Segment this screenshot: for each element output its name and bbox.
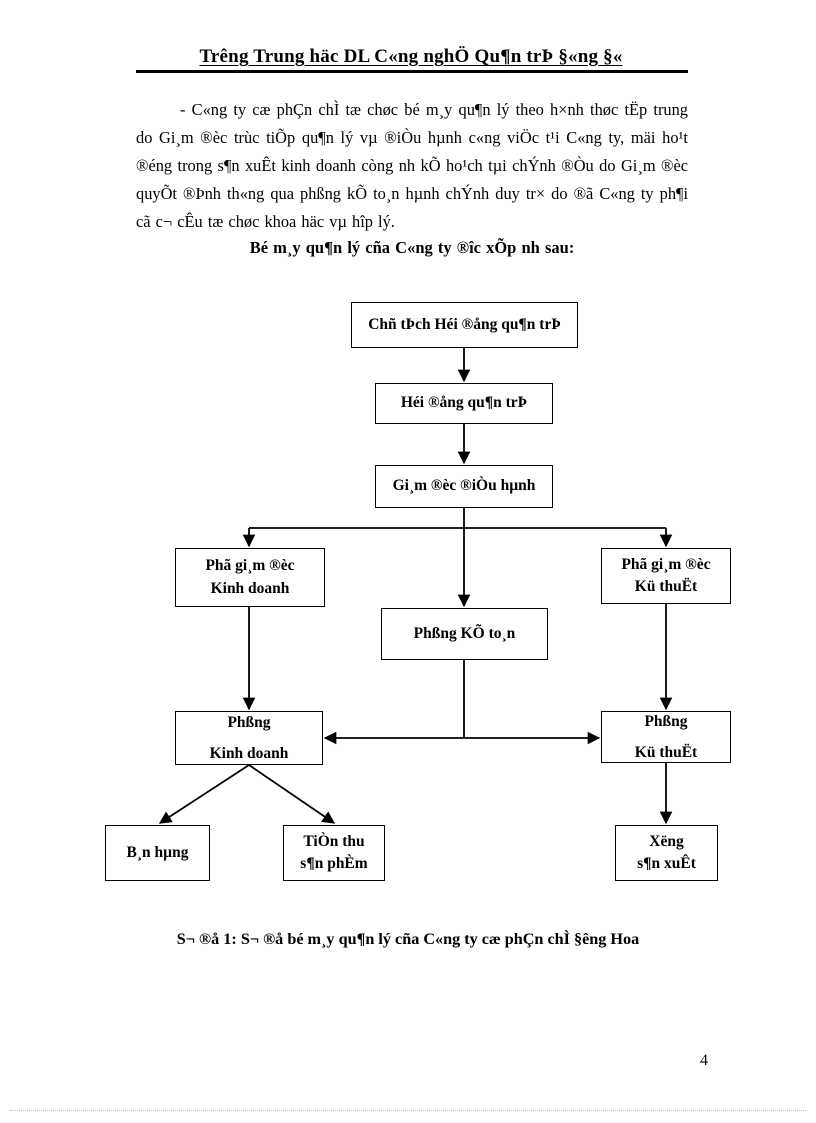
diagram-node-accounting-department: Phßng KÕ to¸n — [381, 608, 548, 660]
node-label-line2: Kinh doanh — [210, 579, 290, 597]
header-divider — [136, 70, 688, 73]
diagram-node-board: Héi ®ång qu¶n trÞ — [375, 383, 553, 424]
node-label-line1: Gi¸m ®èc ®iÒu hµnh — [392, 477, 536, 495]
node-label-line1: Chñ tÞch Héi ®ång qu¶n trÞ — [368, 315, 561, 333]
body-paragraph: - C«ng ty cæ phÇn chÌ tæ chøc bé m¸y qu¶… — [136, 100, 688, 231]
node-label-line1: Phã gi¸m ®èc — [621, 555, 711, 573]
node-label-line1: Xëng — [649, 832, 684, 850]
diagram-node-product-revenue: TiÒn thu s¶n phÈm — [283, 825, 385, 881]
node-label-line1: TiÒn thu — [303, 832, 365, 850]
node-label-line1: Phã gi¸m ®èc — [205, 557, 295, 575]
node-label-line2: s¶n xuÊt — [637, 855, 696, 872]
node-label-line2: Kü thuËt — [634, 744, 698, 761]
body-subheading: Bé m¸y qu¶n lý cña C«ng ty ®îc xÕp nh sa… — [249, 238, 575, 257]
node-label-line1: Héi ®ång qu¶n trÞ — [400, 394, 528, 412]
node-label-line2: Kinh doanh — [209, 745, 289, 762]
diagram-node-director: Gi¸m ®èc ®iÒu hµnh — [375, 465, 553, 508]
node-label-line1: Phßng — [644, 713, 688, 730]
node-label-line1: B¸n hµng — [126, 843, 189, 861]
diagram-node-vice-director-business: Phã gi¸m ®èc Kinh doanh — [175, 548, 325, 607]
diagram-node-chairman: Chñ tÞch Héi ®ång qu¶n trÞ — [351, 302, 578, 348]
page-bottom-divider — [10, 1110, 806, 1112]
diagram-node-business-department: Phßng Kinh doanh — [175, 711, 323, 765]
node-label-line1: Phßng — [227, 714, 271, 731]
node-label-line2: Kü thuËt — [634, 578, 698, 595]
diagram-node-technical-department: Phßng Kü thuËt — [601, 711, 731, 763]
figure-caption: S¬ ®å 1: S¬ ®å bé m¸y qu¶n lý cña C«ng t… — [176, 930, 640, 948]
diagram-node-vice-director-technical: Phã gi¸m ®èc Kü thuËt — [601, 548, 731, 604]
header-title: Trêng Trung häc DL C«ng nghÖ Qu¶n trÞ §«… — [199, 46, 623, 67]
page-number: 4 — [700, 1052, 708, 1069]
node-label-line1: Phßng KÕ to¸n — [413, 624, 516, 642]
diagram-node-production-workshop: Xëng s¶n xuÊt — [615, 825, 718, 881]
node-label-line2: s¶n phÈm — [300, 855, 368, 872]
diagram-node-sales: B¸n hµng — [105, 825, 210, 881]
document-header: Trêng Trung häc DL C«ng nghÖ Qu¶n trÞ §«… — [136, 46, 686, 68]
